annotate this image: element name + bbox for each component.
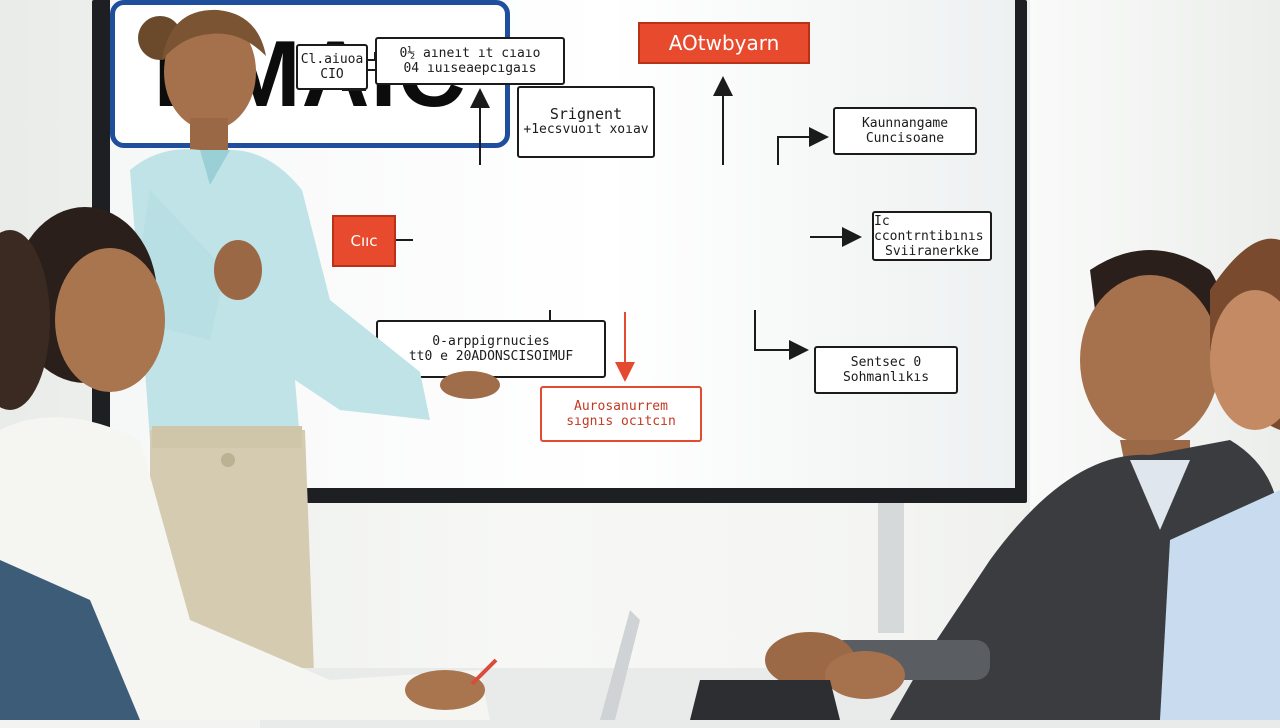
box-text: Cl.aiuoa	[300, 52, 364, 67]
presenter-woman	[130, 9, 500, 700]
box-text: 04 ıuıseaepcıgaıs	[403, 61, 537, 76]
box-text: CIO	[320, 67, 344, 82]
box-top-left-wide: 0½ aıneıt ıt cıaıo 04 ıuıseaepcıgaıs	[375, 37, 565, 85]
box-bottom-center-red: Aurosanurrem sıgnıs ocıtcın	[540, 386, 702, 442]
box-text: Srignent	[549, 105, 623, 123]
box-text: sıgnıs ocıtcın	[566, 414, 676, 429]
pen	[470, 658, 498, 686]
box-text: tt0 e 20ADONSCISOIMUF	[408, 349, 574, 364]
box-bottom-right: Sentsec 0 Sohmanlıkıs	[814, 346, 958, 394]
audience-right	[690, 238, 1280, 720]
box-text: 0-arppigrnucies	[432, 334, 550, 349]
box-text: Cuncisoane	[865, 131, 945, 146]
box-text: Ic ccontrntibınıs	[874, 213, 984, 244]
laptop	[600, 610, 640, 720]
box-text: Sentsec 0	[850, 355, 922, 370]
box-left-red: Cııc	[332, 215, 396, 267]
box-text: Sohmanlıkıs	[842, 370, 930, 385]
box-right-top: Kaunnangame Cuncisoane	[833, 107, 977, 155]
box-text: 0½ aıneıt ıt cıaıo	[399, 46, 541, 61]
box-top-center: Srignent +1ecsvuoıt xoıav	[517, 86, 655, 158]
box-right-mid: Ic ccontrntibınıs Sviiranerkke	[872, 211, 992, 261]
box-top-right-red: AOtwbyarn	[638, 22, 810, 64]
box-text: +1ecsvuoıt xoıav	[523, 122, 649, 137]
box-text: Aurosanurrem	[574, 399, 668, 414]
box-top-left-small: Cl.aiuoa CIO	[296, 44, 368, 90]
box-text: Kaunnangame	[861, 116, 949, 131]
audience-left	[0, 207, 490, 720]
screen-stand	[878, 503, 904, 633]
box-text: Sviiranerkke	[885, 243, 979, 259]
